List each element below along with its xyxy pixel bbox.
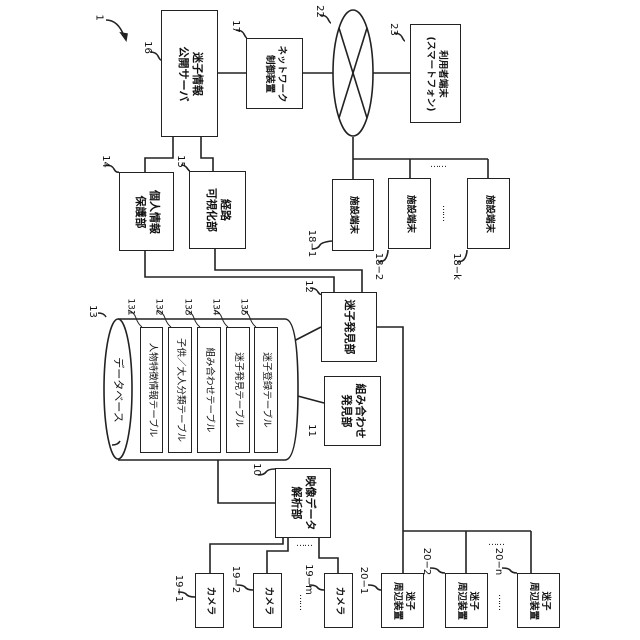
network-control-label: ネットワーク 制御装置 <box>263 45 287 102</box>
line-analysis-cam1 <box>210 538 283 573</box>
camera-box: カメラ <box>324 573 353 628</box>
route-vis-label: 経路 可視化部 <box>204 188 232 232</box>
ref-18-1: 18−1 <box>306 230 317 257</box>
lost-child-finder-label: 迷子発見部 <box>342 300 356 355</box>
facility-terminal-label: 施設端末 <box>483 194 495 232</box>
peripheral-device-label: 迷子 周辺装置 <box>455 581 479 619</box>
ref-20-2: 20−2 <box>421 548 432 575</box>
figure-number: 1 <box>94 14 105 20</box>
network-control-box: ネットワーク 制御装置 <box>246 38 303 109</box>
ref-13: 13 <box>87 305 98 318</box>
db-table-label: 迷子登録テーブル <box>260 352 272 427</box>
ref-22: 22 <box>314 5 325 18</box>
line-analysis-camm <box>319 538 338 573</box>
peripheral-device-label: 迷子 周辺装置 <box>391 581 415 619</box>
ref-14: 14 <box>100 155 111 168</box>
facility-terminal-label: 施設端末 <box>347 196 359 234</box>
user-terminal-box: 利用者端末 (スマートフォン) <box>410 24 461 123</box>
privacy-label: 個人情報 保護部 <box>133 190 161 234</box>
ref-19-1: 19−1 <box>173 575 184 602</box>
ref-10: 10 <box>251 463 262 476</box>
database-label: データベース <box>111 357 125 422</box>
figure-arrowhead <box>121 33 127 40</box>
line-finder-peripheral <box>377 327 403 573</box>
peripheral-device-box: 迷子 周辺装置 <box>517 573 560 628</box>
facility-terminals-ellipsis: …… <box>440 205 450 221</box>
ref-19-2: 19−2 <box>230 566 241 593</box>
camera-line-ellipsis: …… <box>296 539 312 549</box>
facility-terminal-box: 施設端末 <box>388 178 431 249</box>
peripheral-device-box: 迷子 周辺装置 <box>381 573 424 628</box>
ref-16: 16 <box>142 41 153 54</box>
database-title-area: データベース <box>104 319 132 460</box>
ref-18-k: 18−k <box>451 253 462 280</box>
line-route-finder <box>215 249 362 292</box>
db-table-lost-child-registered: 迷子登録テーブル <box>254 327 278 453</box>
ref-17: 17 <box>230 20 241 33</box>
cameras-ellipsis: …… <box>297 594 307 610</box>
ref-133: 133 <box>183 298 193 315</box>
db-table-person-features: 人物特徴情報テーブル <box>140 327 163 453</box>
db-table-label: 迷子発見テーブル <box>232 352 244 427</box>
camera-box: カメラ <box>253 573 282 628</box>
ref-134: 134 <box>211 298 221 315</box>
peripheral-device-label: 迷子 周辺装置 <box>527 581 551 619</box>
video-analysis-box: 映像データ 解析部 <box>275 468 331 538</box>
server-label: 迷子情報 公開サーバ <box>176 46 204 101</box>
camera-box: カメラ <box>195 573 224 628</box>
camera-label: カメラ <box>204 586 216 615</box>
lost-child-finder-box: 迷子発見部 <box>321 292 377 362</box>
ref-132: 132 <box>154 298 164 315</box>
db-table-label: 人物特徴情報テーブル <box>146 343 158 437</box>
ref-135: 135 <box>239 298 249 315</box>
ref-19-m: 19−m <box>303 564 314 595</box>
db-table-label: 子供／大人分類テーブル <box>174 338 186 442</box>
db-table-label: 組み合わせテーブル <box>203 348 215 433</box>
ref-15: 15 <box>175 155 186 168</box>
ref-131: 131 <box>126 298 136 315</box>
ref-23: 23 <box>388 23 399 36</box>
ref-11: 11 <box>306 424 317 437</box>
route-visualization-box: 経路 可視化部 <box>189 171 246 249</box>
ref-20-1: 20−1 <box>358 567 369 594</box>
facility-terminal-box: 施設端末 <box>467 178 510 249</box>
peripheral-devices-ellipsis: …… <box>496 594 506 610</box>
combination-finder-box: 組み合わせ 発見部 <box>324 376 381 446</box>
facility-bus-ellipsis: …… <box>430 160 446 170</box>
ref-12: 12 <box>303 280 314 293</box>
facility-terminal-box: 施設端末 <box>332 179 374 251</box>
privacy-protection-box: 個人情報 保護部 <box>119 172 174 251</box>
line-db-analysis <box>218 460 275 503</box>
db-table-combination: 組み合わせテーブル <box>197 327 221 453</box>
line-server-privacy <box>145 137 173 172</box>
camera-label: カメラ <box>262 586 274 615</box>
ref-18-2: 18−2 <box>373 253 384 280</box>
peripheral-device-box: 迷子 周辺装置 <box>445 573 488 628</box>
combination-finder-label: 組み合わせ 発見部 <box>339 384 367 439</box>
lost-child-info-server-box: 迷子情報 公開サーバ <box>161 10 218 137</box>
db-table-lost-child-found: 迷子発見テーブル <box>226 327 250 453</box>
video-analysis-label: 映像データ 解析部 <box>289 476 317 531</box>
db-table-child-adult: 子供／大人分類テーブル <box>168 327 192 453</box>
camera-label: カメラ <box>333 586 345 615</box>
line-server-route <box>201 137 213 171</box>
peripheral-bus-ellipsis: …… <box>488 538 504 548</box>
user-terminal-label: 利用者端末 (スマートフォン) <box>424 36 448 111</box>
ref-20-n: 20−n <box>493 548 504 575</box>
facility-terminal-label: 施設端末 <box>404 194 416 232</box>
